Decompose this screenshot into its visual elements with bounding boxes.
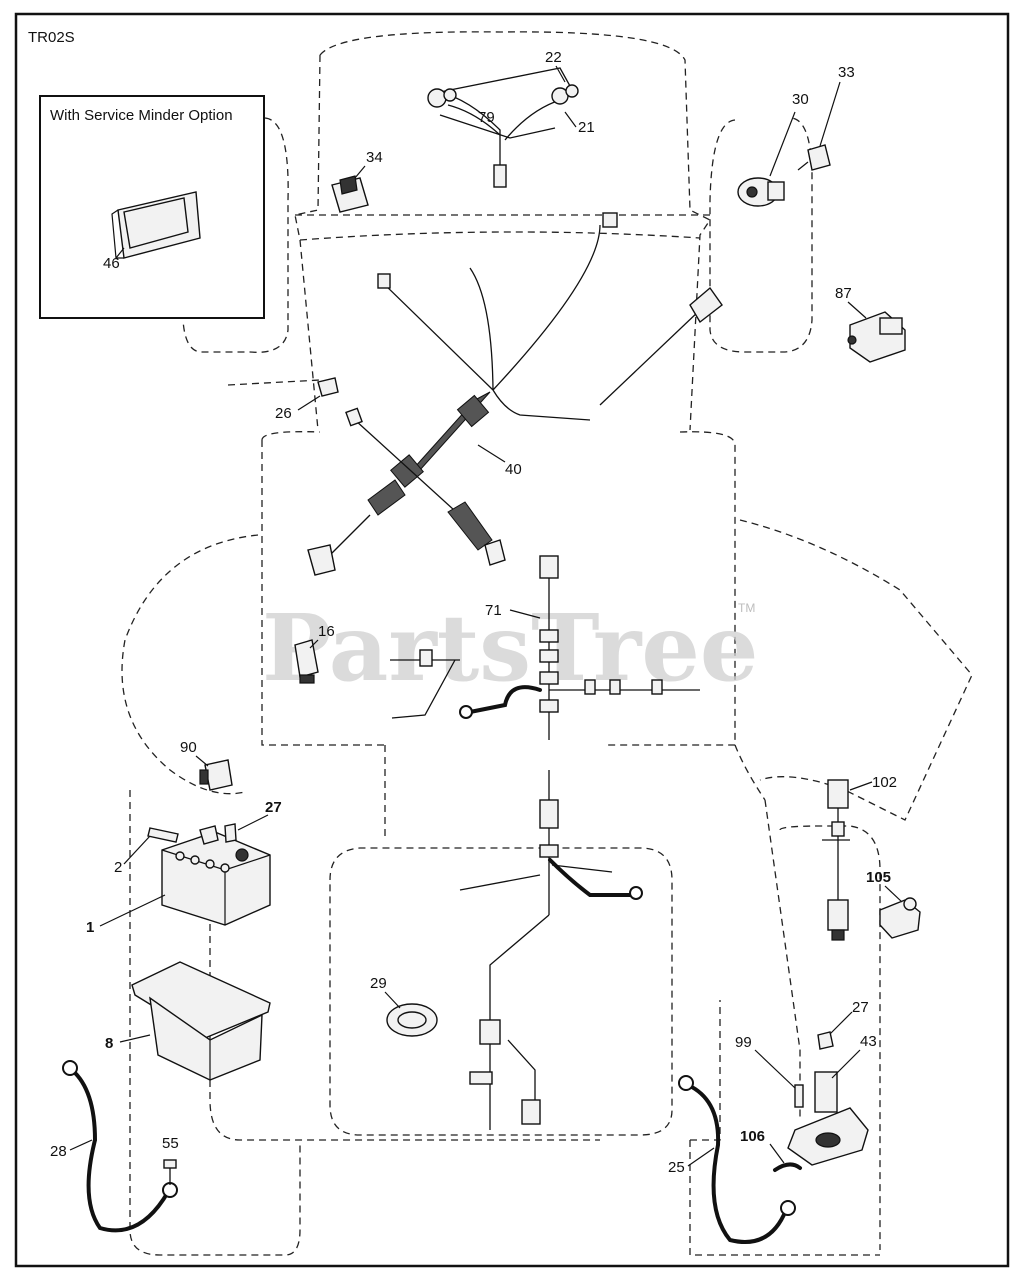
callout-106: 106: [740, 1128, 765, 1145]
tractor-outline: [121, 31, 973, 1256]
relay-part-16: [294, 639, 319, 684]
nut-part-27: [817, 1031, 834, 1050]
callout-79: 79: [478, 109, 495, 126]
callout-40: 40: [505, 461, 522, 478]
fuse-part-26: [317, 377, 339, 397]
solenoid-part-105: [879, 897, 921, 939]
main-wire-harness-40: [307, 212, 723, 576]
callout-22: 22: [545, 49, 562, 66]
harness-plug-right: [689, 286, 723, 324]
ignition-switch-part-30: [737, 177, 785, 207]
callout-27-right: 27: [852, 999, 869, 1016]
callout-21: 21: [578, 119, 595, 136]
battery-part-1: [161, 831, 271, 926]
watermark-text: PartsTree: [262, 594, 758, 702]
service-minder-inset: With Service Minder Option 46: [39, 95, 265, 319]
watermark-tm: TM: [738, 601, 755, 615]
inset-title: With Service Minder Option: [50, 107, 233, 124]
switch-part-87: [847, 311, 906, 363]
hour-meter-part-46: [111, 191, 201, 259]
callout-29: 29: [370, 975, 387, 992]
screw-part-99: [794, 1084, 804, 1108]
callout-33: 33: [838, 64, 855, 81]
callout-25: 25: [668, 1159, 685, 1176]
headlight-plug: [493, 164, 507, 188]
callout-46: 46: [103, 255, 120, 272]
callout-28: 28: [50, 1143, 67, 1160]
diagram-code: TR02S: [28, 29, 75, 46]
harness-plug-top: [602, 212, 618, 228]
callout-16: 16: [318, 623, 335, 640]
callout-26: 26: [275, 405, 292, 422]
fuse-assembly-part-102: [822, 779, 850, 941]
callout-71: 71: [485, 602, 502, 619]
callout-27-top: 27: [265, 799, 282, 816]
callout-99: 99: [735, 1034, 752, 1051]
starter-part-43: [787, 1071, 869, 1166]
center-harness-71: [390, 555, 700, 1130]
battery-cable-25: [686, 1083, 788, 1244]
callout-8: 8: [105, 1035, 113, 1052]
headlight-harness: [427, 67, 579, 188]
callout-30: 30: [792, 91, 809, 108]
callout-43: 43: [860, 1033, 877, 1050]
harness-plug-left: [307, 544, 336, 576]
callout-1: 1: [86, 919, 94, 936]
switch-part-34: [331, 175, 369, 213]
inset-frame: [39, 95, 265, 319]
callout-34: 34: [366, 149, 383, 166]
bolt-part-55: [163, 1159, 177, 1185]
battery-nut-27: [224, 823, 237, 843]
battery-bolt-2: [147, 825, 219, 845]
harness-connector-71: [539, 555, 559, 579]
callout-55: 55: [162, 1135, 179, 1152]
callout-87: 87: [835, 285, 852, 302]
clip-part-106: [773, 1162, 802, 1172]
callout-102: 102: [872, 774, 897, 791]
key-part-33: [797, 144, 831, 171]
callout-105: 105: [866, 869, 891, 886]
part-90: [199, 759, 233, 791]
callout-2: 2: [114, 859, 122, 876]
callout-90: 90: [180, 739, 197, 756]
battery-cable-28: [70, 1068, 170, 1233]
diagram-border: [14, 12, 1010, 1268]
part-29: [386, 1003, 438, 1037]
watermark: PartsTree TM: [262, 594, 758, 702]
bulb-socket-21-left: [427, 88, 447, 108]
battery-tray-part-8: [131, 961, 271, 1081]
